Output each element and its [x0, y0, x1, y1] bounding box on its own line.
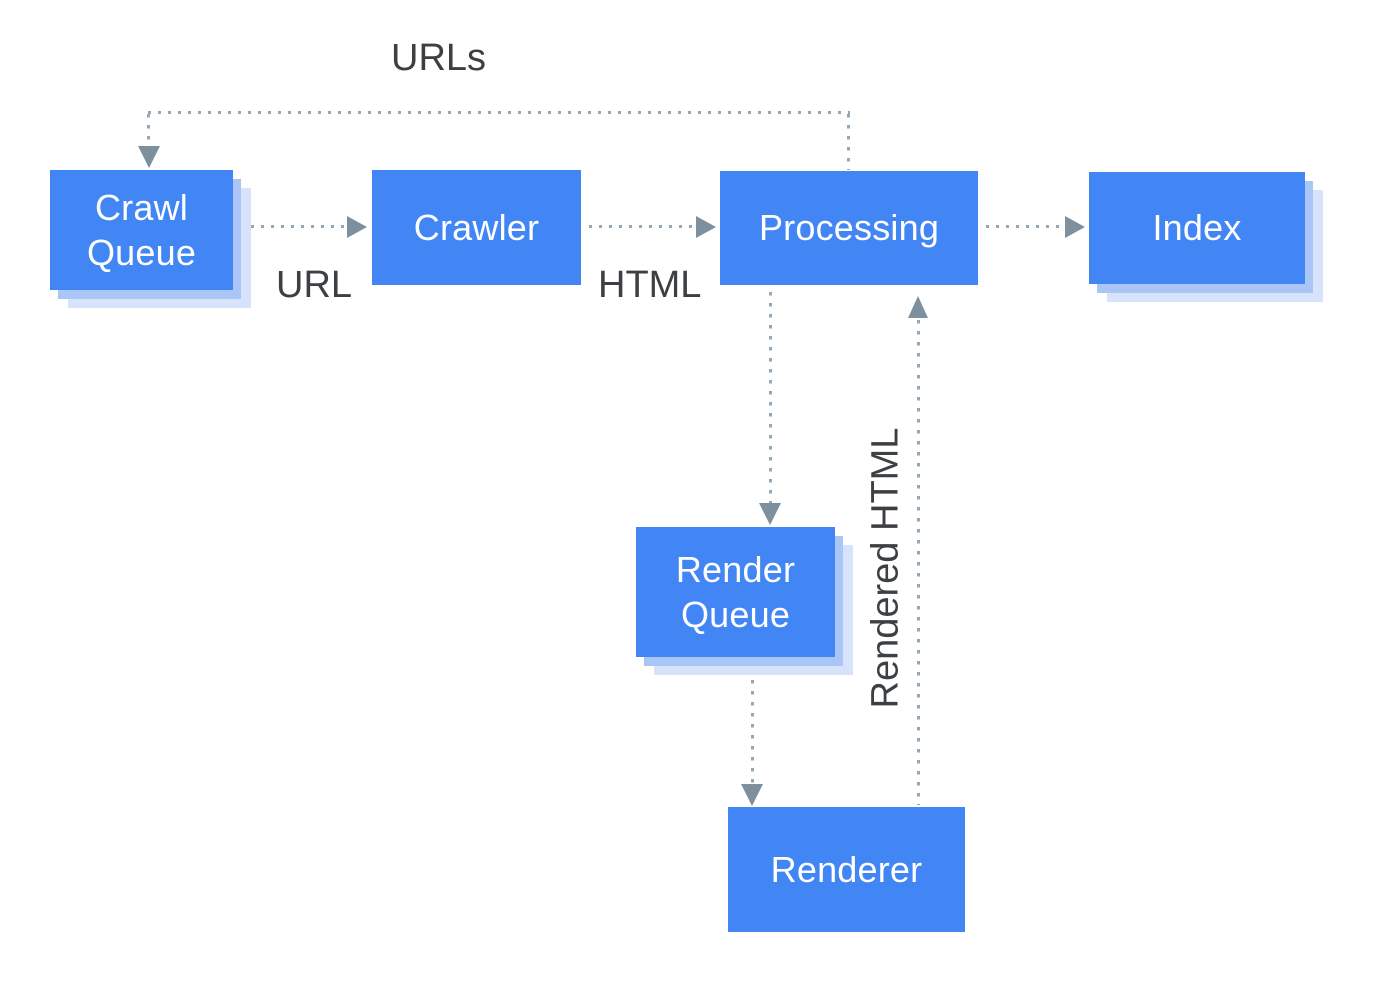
edge-crawler-to-processing — [589, 225, 695, 228]
edge-renderer-to-processing — [917, 320, 920, 805]
node-crawl-queue: Crawl Queue — [50, 170, 233, 290]
node-renderer: Renderer — [728, 807, 965, 932]
edge-processing-to-index — [986, 225, 1064, 228]
node-index: Index — [1089, 172, 1305, 284]
arrowhead-into-index — [1065, 216, 1085, 238]
node-renderer-label: Renderer — [770, 848, 923, 890]
arrowhead-into-processing-left — [696, 216, 716, 238]
node-crawler: Crawler — [372, 170, 581, 285]
node-processing-label: Processing — [758, 207, 940, 249]
label-urls: URLs — [391, 37, 487, 79]
edge-crawl-queue-to-crawler — [241, 225, 347, 228]
node-index-label: Index — [1152, 207, 1242, 249]
arrowhead-into-render-queue — [759, 503, 781, 525]
arrowhead-into-renderer — [741, 784, 763, 806]
node-render-queue: Render Queue — [636, 527, 835, 657]
node-crawler-label: Crawler — [413, 206, 540, 248]
label-url: URL — [276, 264, 353, 306]
edge-urls-feedback-right — [847, 114, 850, 170]
node-render-queue-label: Render Queue — [675, 548, 796, 635]
label-html: HTML — [598, 264, 702, 306]
arrowhead-into-processing-bottom — [908, 296, 928, 318]
edge-urls-feedback-left — [147, 114, 150, 147]
edge-processing-to-render-queue — [769, 292, 772, 504]
node-processing: Processing — [720, 171, 978, 285]
arrowhead-into-crawl-queue — [138, 146, 160, 168]
edge-urls-feedback-top — [148, 111, 850, 114]
arrowhead-into-crawler — [347, 216, 367, 238]
label-rendered-html: Rendered HTML — [864, 427, 907, 709]
edge-render-queue-to-renderer — [751, 669, 754, 785]
node-crawl-queue-label: Crawl Queue — [86, 186, 197, 273]
